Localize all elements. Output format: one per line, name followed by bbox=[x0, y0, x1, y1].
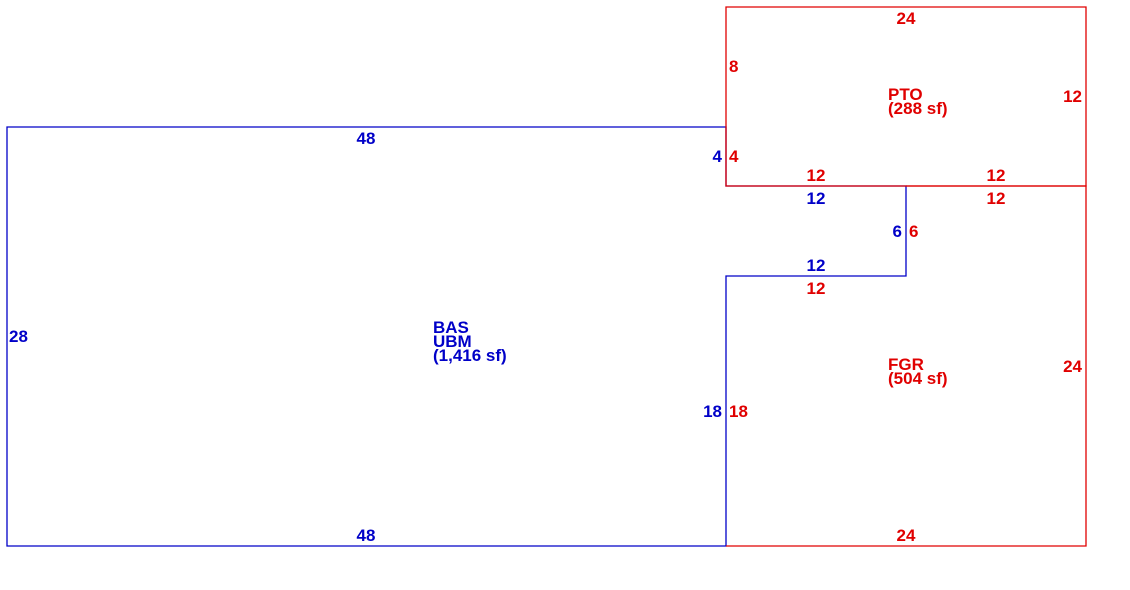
fgr-bottom-dimension: 24 bbox=[897, 526, 916, 545]
pto-area-size: (288 sf) bbox=[888, 99, 948, 118]
pto-bottom-right-dimension: 12 bbox=[987, 166, 1006, 185]
pto-top-dimension: 24 bbox=[897, 9, 916, 28]
fgr-right-dimension: 24 bbox=[1063, 357, 1082, 376]
fgr-area-code: FGR bbox=[888, 355, 924, 374]
fgr-step-side-dimension: 6 bbox=[909, 222, 918, 241]
bas-inner-right-dimension: 18 bbox=[703, 402, 722, 421]
bas-step-side-dimension: 6 bbox=[893, 222, 902, 241]
fgr-step-top-dimension: 12 bbox=[807, 279, 826, 298]
bas-step-top-dimension: 12 bbox=[807, 189, 826, 208]
bas-area-size: (1,416 sf) bbox=[433, 346, 507, 365]
bas-area-subcode: UBM bbox=[433, 332, 472, 351]
pto-right-dimension: 12 bbox=[1063, 87, 1082, 106]
pto-bottom-left-dimension: 12 bbox=[807, 166, 826, 185]
bas-bottom-dimension: 48 bbox=[357, 526, 376, 545]
bas-area-code: BAS bbox=[433, 318, 469, 337]
bas-top-dimension: 48 bbox=[357, 129, 376, 148]
pto-area-code: PTO bbox=[888, 85, 923, 104]
fgr-outline bbox=[726, 185, 1087, 547]
bas-left-dimension: 28 bbox=[9, 327, 28, 346]
bas-notch-right-dimension: 4 bbox=[713, 147, 723, 166]
bas-step-bottom-dimension: 12 bbox=[807, 256, 826, 275]
fgr-left-dimension: 18 bbox=[729, 402, 748, 421]
pto-left-lower-dimension: 4 bbox=[729, 147, 739, 166]
fgr-area-size: (504 sf) bbox=[888, 369, 948, 388]
pto-left-dimension: 8 bbox=[729, 57, 738, 76]
fgr-top-right-dimension: 12 bbox=[987, 189, 1006, 208]
